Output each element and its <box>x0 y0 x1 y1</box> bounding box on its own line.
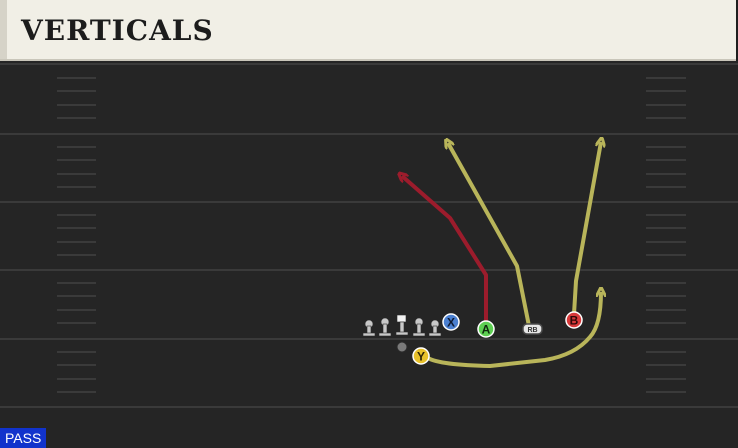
offensive-line <box>362 314 442 337</box>
play-type-badge: PASS <box>0 428 47 448</box>
receiver-x-label: X <box>447 316 455 330</box>
hash-marks-left <box>57 77 96 393</box>
center-pin-icon <box>395 314 409 336</box>
route-b-vertical <box>572 142 601 315</box>
lineman-pin-icon <box>428 319 442 337</box>
receiver-x[interactable]: X <box>442 313 460 331</box>
route-y-wheel <box>426 292 601 368</box>
receiver-b-label: B <box>570 314 579 328</box>
lineman-pin-icon <box>378 317 392 337</box>
play-title-bar: VERTICALS <box>0 0 736 61</box>
receiver-y[interactable]: Y <box>412 347 430 365</box>
receiver-a-label: A <box>482 323 491 337</box>
lineman-pin-icon <box>412 317 426 337</box>
route-a-post <box>402 176 488 322</box>
rb-label: RB <box>527 327 537 334</box>
football-field <box>0 61 738 448</box>
receiver-b[interactable]: B <box>565 311 583 329</box>
hash-marks-right <box>646 77 686 393</box>
route-rb-vertical <box>448 143 531 327</box>
receiver-y-label: Y <box>417 350 425 364</box>
lineman-pin-icon <box>362 319 376 337</box>
title-accent <box>0 0 7 59</box>
qb-dot-icon <box>396 341 408 353</box>
rb-token[interactable]: RB <box>522 323 543 335</box>
yard-lines <box>0 63 738 408</box>
receiver-a[interactable]: A <box>477 320 495 338</box>
play-title: VERTICALS <box>21 14 214 47</box>
